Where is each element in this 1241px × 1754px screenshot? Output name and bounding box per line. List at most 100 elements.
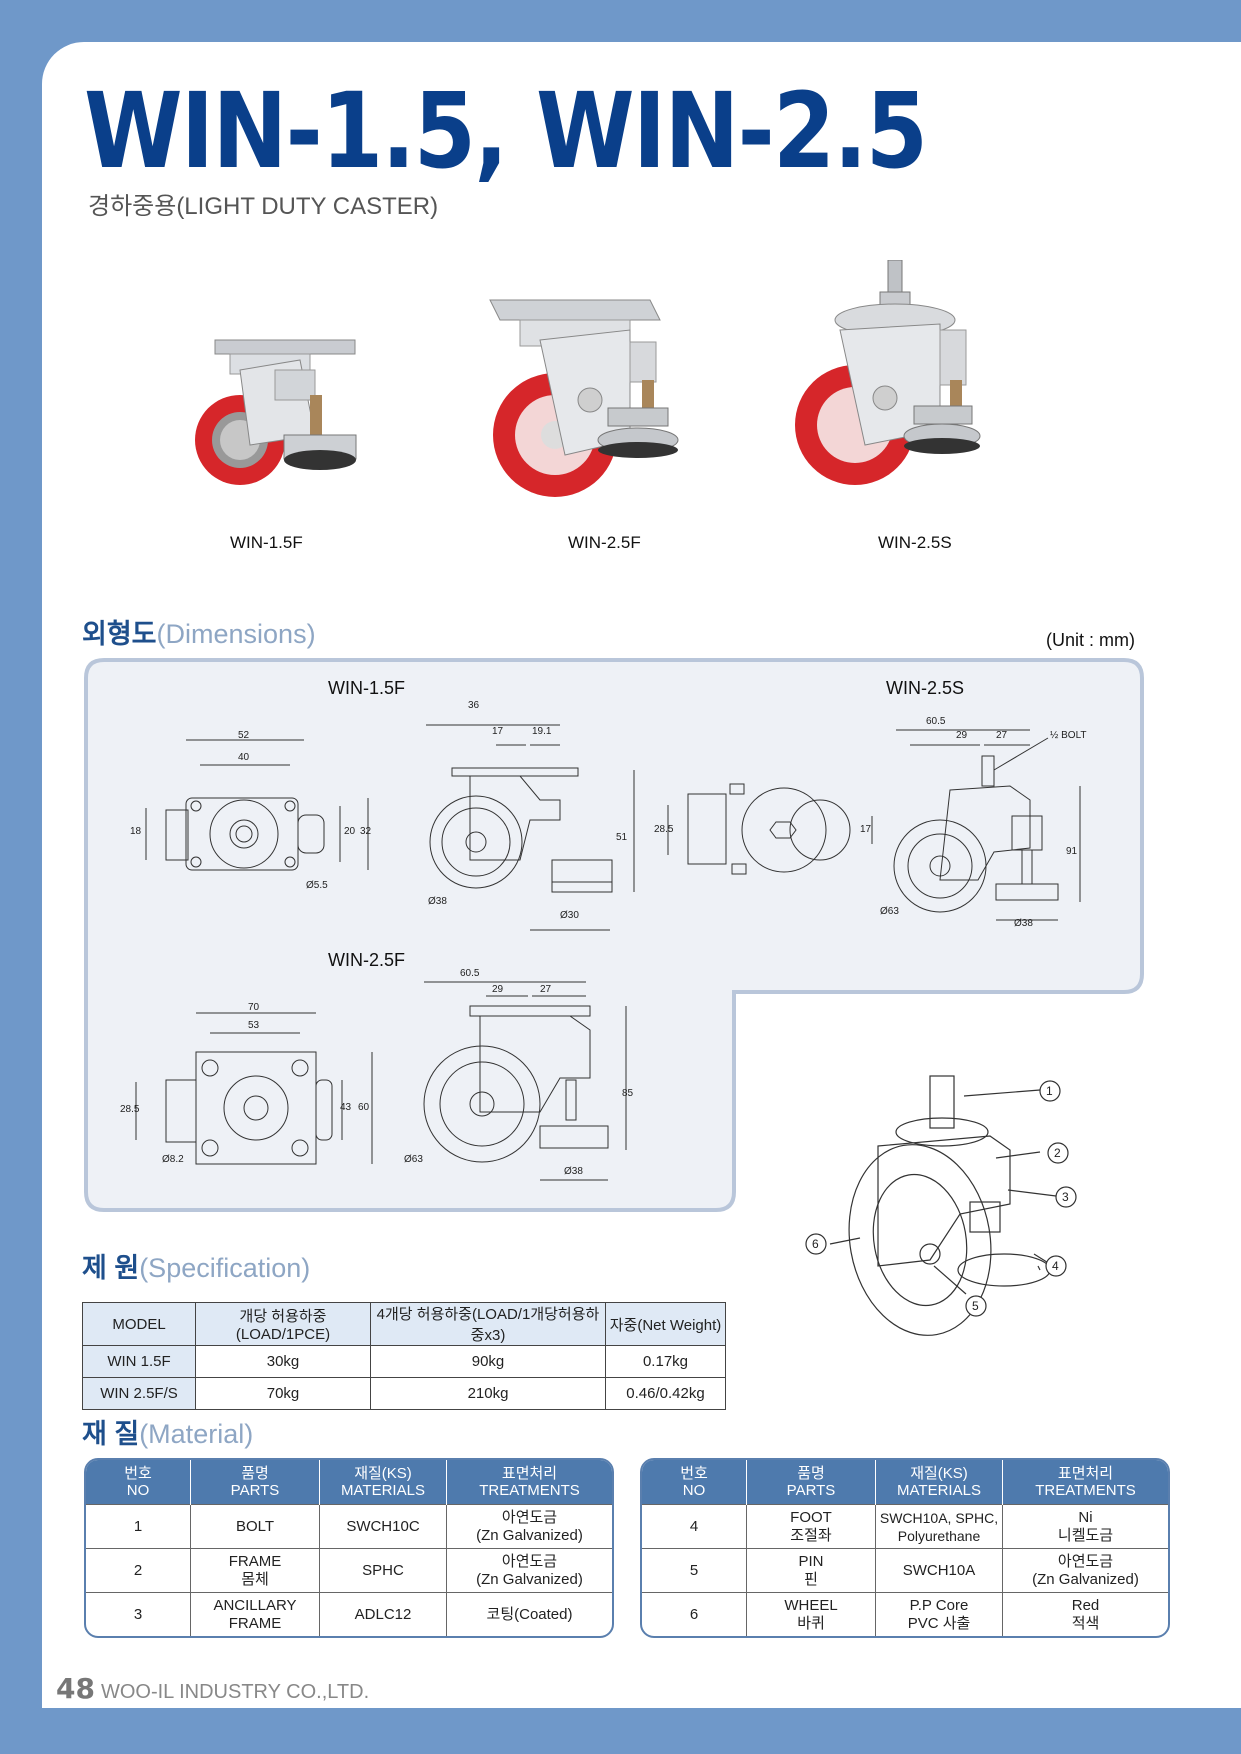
header-en: NO [682,1482,706,1499]
cell-line: ANCILLARY [213,1596,297,1614]
cell-line: 아연도금 [501,1508,558,1526]
table-header: 4개당 허용하중(LOAD/1개당허용하중x3) [370,1302,606,1346]
table-row: WIN 2.5F/S 70kg 210kg 0.46/0.42kg [82,1377,726,1410]
table-row: 1 BOLT SWCH10C 아연도금(Zn Galvanized) [86,1504,612,1549]
dimensions-heading-en: (Dimensions) [156,619,316,649]
caster-photo-win25f [489,299,679,497]
cell-line: 핀 [804,1570,818,1588]
table-cell: 아연도금(Zn Galvanized) [446,1548,612,1593]
header-en: PARTS [230,1482,280,1499]
table-cell: 아연도금(Zn Galvanized) [446,1504,612,1549]
cell-line: (Zn Galvanized) [476,1570,583,1588]
cell-line: 적색 [1071,1614,1100,1632]
header-ko: 번호 [124,1465,152,1482]
cell-line: 아연도금 [1057,1552,1114,1570]
table-cell: 0.46/0.42kg [605,1377,726,1410]
cell-line: BOLT [235,1517,275,1535]
table-header: 재질(KS)MATERIALS [875,1460,1003,1505]
table-cell: 6 [642,1592,747,1636]
cell-line: SPHC [362,1561,404,1579]
table-cell: 4 [642,1504,747,1549]
table-header: MODEL [82,1302,196,1346]
bottom-band [0,1708,1241,1754]
cell-line: PVC 사출 [907,1614,971,1632]
header-en: PARTS [786,1482,836,1499]
table-cell: 아연도금(Zn Galvanized) [1002,1548,1168,1593]
cell-line: 바퀴 [797,1614,825,1632]
specification-heading-ko: 제 원 [82,1253,140,1283]
company-name: WOO-IL INDUSTRY CO.,LTD. [100,1681,370,1703]
table-cell: WIN 1.5F [82,1345,196,1378]
table-row: WIN 1.5F 30kg 90kg 0.17kg [82,1345,726,1378]
photo-label-win25s: WIN-2.5S [878,533,952,552]
table-cell: 3 [86,1592,191,1636]
cell-line: SWCH10A [902,1561,976,1579]
cell-line: 니켈도금 [1057,1526,1114,1544]
dim-title-win25f: WIN-2.5F [328,950,406,970]
page-number: 48 [56,1672,95,1705]
page-title: WIN-1.5, WIN-2.5 [84,70,928,192]
dim-title-win15f: WIN-1.5F [328,678,406,698]
table-cell: 210kg [370,1377,606,1410]
dimensions-heading-ko: 외형도 [82,619,157,649]
cell-line: P.P Core [909,1596,969,1614]
cell-line: 몸체 [241,1570,269,1588]
table-cell: 5 [642,1548,747,1593]
photo-label-win25f: WIN-2.5F [568,533,641,552]
table-cell: 30kg [195,1345,371,1378]
cell-line: Red [1071,1596,1100,1614]
material-heading-en: (Material) [139,1419,254,1449]
unit-label: (Unit : mm) [1046,630,1135,650]
dim-title-win25s: WIN-2.5S [886,678,965,698]
cell-line: SWCH10A, SPHC, [879,1509,999,1526]
cell-line: Polyurethane [897,1527,981,1544]
table-cell: BOLT [190,1504,320,1549]
specification-table: MODEL 개당 허용하중(LOAD/1PCE) 4개당 허용하중(LOAD/1… [82,1302,726,1410]
material-heading-ko: 재 질 [82,1419,140,1449]
table-cell: 코팅(Coated) [446,1592,612,1636]
table-cell: 90kg [370,1345,606,1378]
cell-line: Ni [1078,1508,1093,1526]
specification-heading-en: (Specification) [139,1253,311,1283]
cell-line: WHEEL [784,1596,838,1614]
table-header: 자중(Net Weight) [605,1302,726,1346]
table-cell: 1 [86,1504,191,1549]
caster-photo-win25s [795,260,981,485]
header-ko: 재질(KS) [354,1465,412,1482]
cell-line: 코팅(Coated) [486,1605,573,1623]
header-ko: 표면처리 [1057,1465,1114,1482]
header-ko: 표면처리 [501,1465,558,1482]
header-ko: 품명 [241,1465,269,1482]
table-cell: WIN 2.5F/S [82,1377,196,1410]
table-cell: 0.17kg [605,1345,726,1378]
dimensions-heading: 외형도(Dimensions) [82,612,316,651]
header-en: MATERIALS [897,1482,981,1499]
cell-line: FRAME [228,1614,282,1632]
table-cell: 2 [86,1548,191,1593]
header-en: TREATMENTS [479,1482,580,1499]
cell-line: 아연도금 [501,1552,558,1570]
cell-line: PIN [798,1552,824,1570]
